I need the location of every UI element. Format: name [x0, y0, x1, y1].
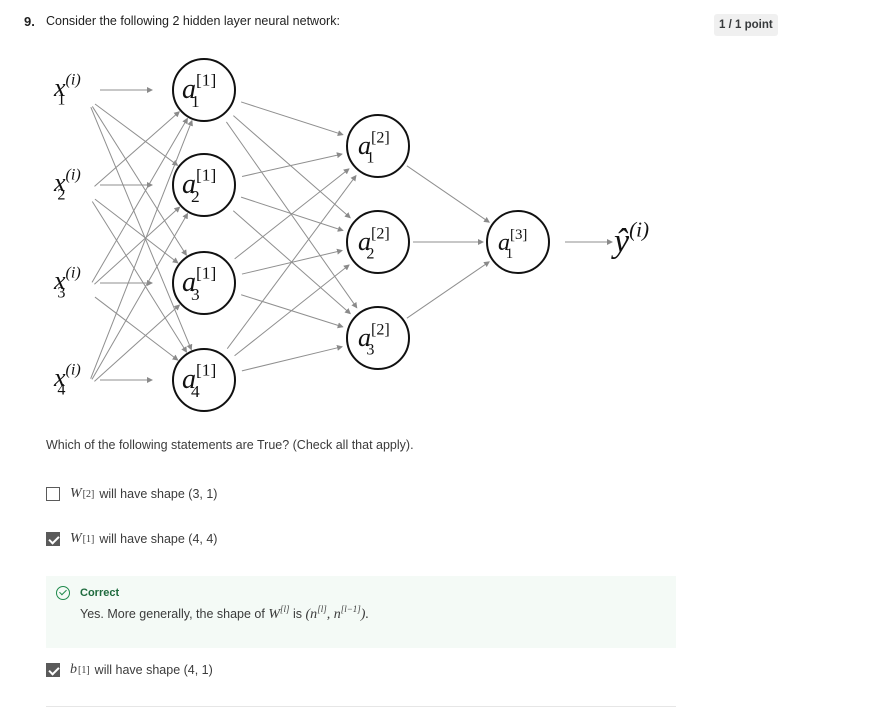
- layer2-label-3: a[2]3: [358, 321, 390, 358]
- edge-input1-l1n2: [94, 103, 179, 166]
- option-w1-symbol: W: [70, 531, 82, 546]
- option-w2[interactable]: W[2] will have shape (3, 1): [46, 486, 217, 502]
- option-w1[interactable]: W[1] will have shape (4, 4): [46, 531, 217, 547]
- input-label-4: x(i)4: [53, 361, 81, 398]
- edge-input4-l1n3: [94, 304, 181, 382]
- edge-input3-l1n4: [94, 296, 179, 361]
- option-b1-symbol: b: [70, 662, 77, 677]
- layer1-node-2: [172, 153, 236, 217]
- feedback-shape-end: ).: [360, 607, 369, 622]
- input-label-2: x(i)2: [53, 166, 81, 203]
- layer1-label-2: a[1]2: [182, 165, 216, 206]
- points-badge: 1 / 1 point: [714, 14, 778, 36]
- input-label-1: x(i)1: [53, 71, 81, 108]
- feedback-title: Correct: [80, 587, 120, 599]
- edge-l1n1-l2n2: [233, 115, 351, 219]
- option-b1-sup: [1]: [78, 664, 90, 676]
- option-w2-checkbox[interactable]: [46, 487, 60, 501]
- edge-input4-l1n1: [90, 119, 193, 379]
- edge-l1n1-l2n1: [240, 101, 344, 136]
- layer1-label-3: a[1]3: [182, 263, 216, 304]
- check-circle-icon: [56, 586, 70, 600]
- question-text: Consider the following 2 hidden layer ne…: [46, 14, 340, 28]
- feedback-shape-sup1: [l]: [317, 604, 327, 614]
- neural-network-diagram: a[1]1 a[1]2 a[1]3 a[1]4 a[2]1 a[2]2 a[2]3 a[3]1…: [53, 58, 649, 412]
- output-label: ŷ(i): [611, 218, 649, 260]
- edge-input2-l1n3: [94, 198, 179, 264]
- edge-input2-l1n1: [94, 111, 180, 187]
- option-w1-label: will have shape (4, 4): [99, 532, 218, 546]
- edge-input3-l1n2: [94, 206, 181, 285]
- layer1-node-3: [172, 251, 236, 315]
- labels: a[1]1 a[1]2 a[1]3 a[1]4 a[2]1 a[2]2 a[2]3 a[3]1…: [53, 70, 649, 401]
- layer2-node-3: [346, 306, 410, 370]
- layer1-label-1: a[1]1: [182, 70, 216, 111]
- option-w1-sup: [1]: [82, 533, 95, 545]
- option-b1-checkbox[interactable]: [46, 663, 60, 677]
- input-label-3: x(i)3: [53, 264, 81, 301]
- layer2-node-1: [346, 114, 410, 178]
- edge-input1-l1n4: [90, 107, 193, 351]
- edge-l1n4-l2n3: [241, 344, 344, 372]
- option-b1-label: will have shape (4, 1): [94, 663, 213, 677]
- feedback-prefix: Yes. More generally, the shape of: [80, 607, 265, 621]
- edge-l1n3-l2n1: [234, 168, 350, 260]
- edge-input2-l1n4: [91, 201, 188, 353]
- option-w1-checkbox[interactable]: [46, 532, 60, 546]
- edge-l1n2-l2n1: [241, 152, 343, 177]
- layer2-node-2: [346, 210, 410, 274]
- edge-l2n3-l3n1: [406, 261, 490, 319]
- layer3-node-1: [486, 210, 550, 274]
- feedback-text: Yes. More generally, the shape of W[l] i…: [80, 604, 369, 623]
- edge-input3-l1n1: [91, 117, 188, 283]
- feedback-shape-sup2: [l−1]: [340, 604, 361, 614]
- option-b1[interactable]: b[1] will have shape (4, 1): [46, 662, 213, 678]
- layer3-label-1: a[3]1: [498, 227, 527, 262]
- edge-l1n1-l2n3: [225, 121, 358, 309]
- layer1-node-4: [172, 348, 236, 412]
- prompt-text: Which of the following statements are Tr…: [46, 438, 414, 452]
- edge-input4-l1n2: [91, 212, 189, 380]
- layer1-label-4: a[1]4: [182, 360, 216, 401]
- feedback-is: is: [293, 607, 303, 621]
- layer1-node-1: [172, 58, 236, 122]
- edge-l1n4-l2n2: [234, 264, 350, 357]
- option-w2-symbol: W: [70, 486, 82, 501]
- feedback-sup: [l]: [280, 604, 290, 614]
- edges: [90, 87, 613, 383]
- edge-l1n4-l2n1: [226, 174, 357, 350]
- feedback-correct: Correct Yes. More generally, the shape o…: [46, 576, 676, 648]
- feedback-shape: (n: [305, 607, 318, 622]
- layer2-label-1: a[2]1: [358, 129, 390, 166]
- nodes: [172, 58, 550, 412]
- option-w2-sup: [2]: [82, 488, 95, 500]
- feedback-symbol: W: [268, 607, 280, 622]
- divider: [46, 706, 676, 707]
- feedback-shape-mid: , n: [326, 607, 341, 622]
- edge-l2n1-l3n1: [406, 165, 490, 223]
- layer2-label-2: a[2]2: [358, 225, 390, 262]
- question-number: 9.: [24, 14, 35, 29]
- edge-input1-l1n3: [91, 106, 187, 256]
- option-w2-label: will have shape (3, 1): [99, 487, 218, 501]
